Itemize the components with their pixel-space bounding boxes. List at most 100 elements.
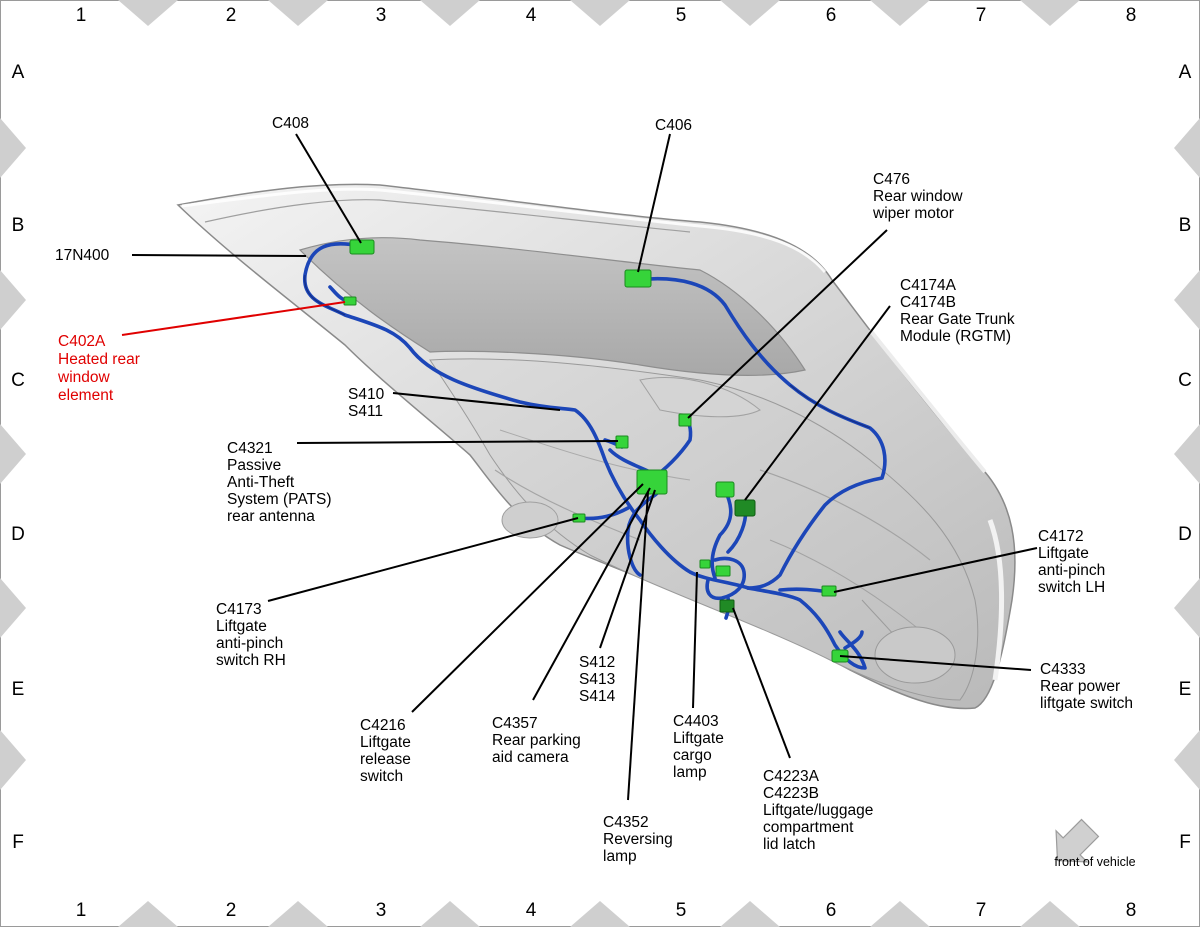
- connector-c4223: [719, 599, 735, 613]
- label-line: Rear Gate Trunk: [900, 311, 1015, 328]
- label-line: Reversing: [603, 831, 673, 848]
- leader-c4321: [296, 440, 619, 444]
- grid-column-label: 7: [976, 900, 987, 921]
- label-line: C4223B: [763, 785, 819, 802]
- grid-row-label: F: [12, 832, 24, 853]
- leader-c4357: [532, 487, 651, 701]
- leader-c402a: [121, 301, 346, 336]
- label-line: Liftgate/luggage: [763, 802, 873, 819]
- label-line: anti-pinch: [216, 635, 283, 652]
- label-c4333: C4333 Rear power liftgate switch: [1040, 661, 1133, 712]
- grid-column-label: 1: [76, 900, 87, 921]
- grid-row-label: C: [1178, 370, 1192, 391]
- grid-column-label: 2: [226, 900, 237, 921]
- orientation-indicator: front of vehicle: [1054, 818, 1136, 869]
- grid-row-label: F: [1179, 832, 1191, 853]
- grid-rows-left: A B C D E F: [11, 62, 25, 853]
- label-line: C4174B: [900, 294, 956, 311]
- rear-window-glass: [298, 237, 806, 377]
- leader-s410: [392, 392, 561, 411]
- grid-row-label: E: [1179, 679, 1192, 700]
- label-line: rear antenna: [227, 508, 315, 525]
- label-line: lamp: [603, 848, 637, 865]
- label-line: C4333: [1040, 661, 1086, 678]
- connector-c4174a: [715, 481, 735, 498]
- leader-c4333: [839, 655, 1032, 671]
- label-line: C4352: [603, 814, 649, 831]
- grid-column-label: 8: [1126, 5, 1137, 26]
- grid-column-label: 3: [376, 5, 387, 26]
- label-c4352: C4352 Reversing lamp: [603, 814, 673, 865]
- grid-column-label: 8: [1126, 900, 1137, 921]
- grid-row-label: E: [12, 679, 25, 700]
- label-c4172: C4172 Liftgate anti-pinch switch LH: [1038, 528, 1105, 596]
- label-line: Rear power: [1040, 678, 1120, 695]
- callout-labels: C408 C406 17N400 C476 Rear window wiper …: [55, 115, 1133, 865]
- label-s410: S410 S411: [348, 386, 385, 420]
- panel-rib: [769, 539, 921, 631]
- harness-lower-right-branch: [746, 586, 867, 670]
- grid-row-label: A: [1179, 62, 1192, 83]
- leader-lines: [121, 133, 1038, 801]
- label-line: Liftgate: [1038, 545, 1089, 562]
- label-line: C476: [873, 171, 910, 188]
- harness-right-loop: [634, 276, 887, 590]
- label-line: C4216: [360, 717, 406, 734]
- harness-rgtm-branch: [710, 488, 733, 580]
- label-line: lid latch: [763, 836, 816, 853]
- grid-row-label: D: [1178, 524, 1192, 545]
- connector-c406: [624, 269, 652, 288]
- label-line: switch: [360, 768, 403, 785]
- leader-c408: [295, 133, 362, 244]
- panel-rib: [759, 469, 931, 561]
- leader-c4173: [267, 517, 579, 602]
- label-line: C402A: [58, 333, 106, 350]
- label-c4357: C4357 Rear parking aid camera: [492, 715, 581, 766]
- grid-column-label: 7: [976, 5, 987, 26]
- leader-c406: [637, 133, 671, 273]
- label-17n400: 17N400: [55, 247, 110, 264]
- grid-row-label: D: [11, 524, 25, 545]
- leader-c4403: [692, 571, 698, 709]
- label-line: window: [57, 369, 110, 386]
- connectors: [343, 239, 849, 663]
- grid-row-label: B: [1179, 215, 1192, 236]
- label-line: C4174A: [900, 277, 957, 294]
- label-line: Passive: [227, 457, 281, 474]
- leader-c4216: [411, 483, 644, 713]
- label-line: S413: [579, 671, 615, 688]
- connector-s412-cluster: [636, 469, 668, 495]
- grid-row-label: B: [12, 215, 25, 236]
- wiring-harness: [303, 242, 887, 670]
- harness-loop: [705, 556, 746, 601]
- harness-center-bundle: [608, 448, 663, 577]
- label-line: Rear parking: [492, 732, 581, 749]
- label-c4216: C4216 Liftgate release switch: [360, 717, 411, 785]
- label-line: Heated rear: [58, 351, 140, 368]
- grid-column-label: 6: [826, 5, 837, 26]
- label-line: Liftgate: [216, 618, 267, 635]
- grid-column-label: 2: [226, 5, 237, 26]
- label-line: switch RH: [216, 652, 286, 669]
- liftgate-panel: [176, 183, 1016, 710]
- leader-17n400: [131, 254, 307, 257]
- grid-row-label: C: [11, 370, 25, 391]
- harness-shadow: [789, 384, 871, 429]
- label-line: S414: [579, 688, 616, 705]
- right-flange: [868, 328, 987, 474]
- grid-rows-right: A B C D E F: [1178, 62, 1192, 853]
- label-s412: S412 S413 S414: [579, 654, 616, 705]
- label-line: element: [58, 387, 114, 404]
- label-line: release: [360, 751, 411, 768]
- grid-columns-bottom: 1 2 3 4 5 6 7 8: [76, 900, 1137, 921]
- grid-column-label: 1: [76, 5, 87, 26]
- leader-c4352: [627, 491, 649, 801]
- label-line: switch LH: [1038, 579, 1105, 596]
- grid-column-label: 5: [676, 5, 687, 26]
- connector-c402a: [343, 296, 357, 306]
- connector-c408: [349, 239, 375, 255]
- leader-c4174: [744, 305, 891, 501]
- liftgate-rim-highlight: [181, 187, 827, 273]
